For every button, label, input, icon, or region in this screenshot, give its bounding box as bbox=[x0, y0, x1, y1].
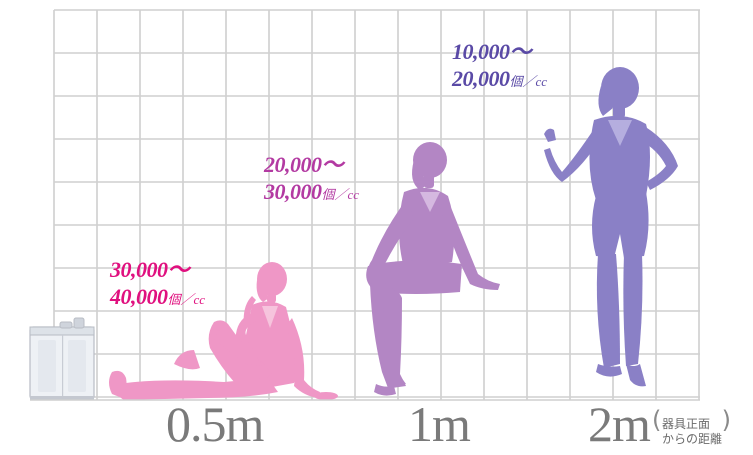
standing-woman-figure bbox=[544, 67, 678, 387]
concentration-label-mid: 20,000～ 30,000個／cc bbox=[264, 153, 359, 207]
concentration-label-near: 30,000～ 40,000個／cc bbox=[110, 258, 205, 312]
distance-label-mid: 1m bbox=[408, 396, 471, 452]
range-start: 30,000～ bbox=[110, 257, 190, 282]
unit-text: 個／cc bbox=[509, 74, 548, 89]
paren-right: ) bbox=[721, 406, 732, 434]
unit-text: 個／cc bbox=[321, 187, 360, 202]
seated-woman-shirt bbox=[262, 306, 278, 328]
concentration-label-far: 10,000～ 20,000個／cc bbox=[452, 40, 547, 94]
air-purifier-icon bbox=[29, 317, 95, 400]
sitting-woman-figure bbox=[366, 142, 500, 396]
unit-text: 個／cc bbox=[167, 292, 206, 307]
note-line-2: からの距離 bbox=[662, 432, 723, 446]
range-start: 20,000～ bbox=[264, 152, 344, 177]
standing-woman-shirt bbox=[608, 120, 632, 146]
range-end: 20,000 bbox=[452, 66, 510, 91]
paren-left: ( bbox=[652, 406, 662, 434]
note-line-1: 器具正面 bbox=[662, 417, 711, 431]
distance-label-near: 0.5m bbox=[166, 396, 264, 452]
range-end: 40,000 bbox=[110, 284, 168, 309]
distance-label-far: 2m bbox=[588, 396, 651, 452]
seated-woman-figure bbox=[109, 262, 338, 400]
sitting-woman-shirt bbox=[420, 192, 440, 212]
range-start: 10,000～ bbox=[452, 39, 532, 64]
distance-note: ( 器具正面 からの距離 ) bbox=[652, 408, 731, 447]
range-end: 30,000 bbox=[264, 179, 322, 204]
